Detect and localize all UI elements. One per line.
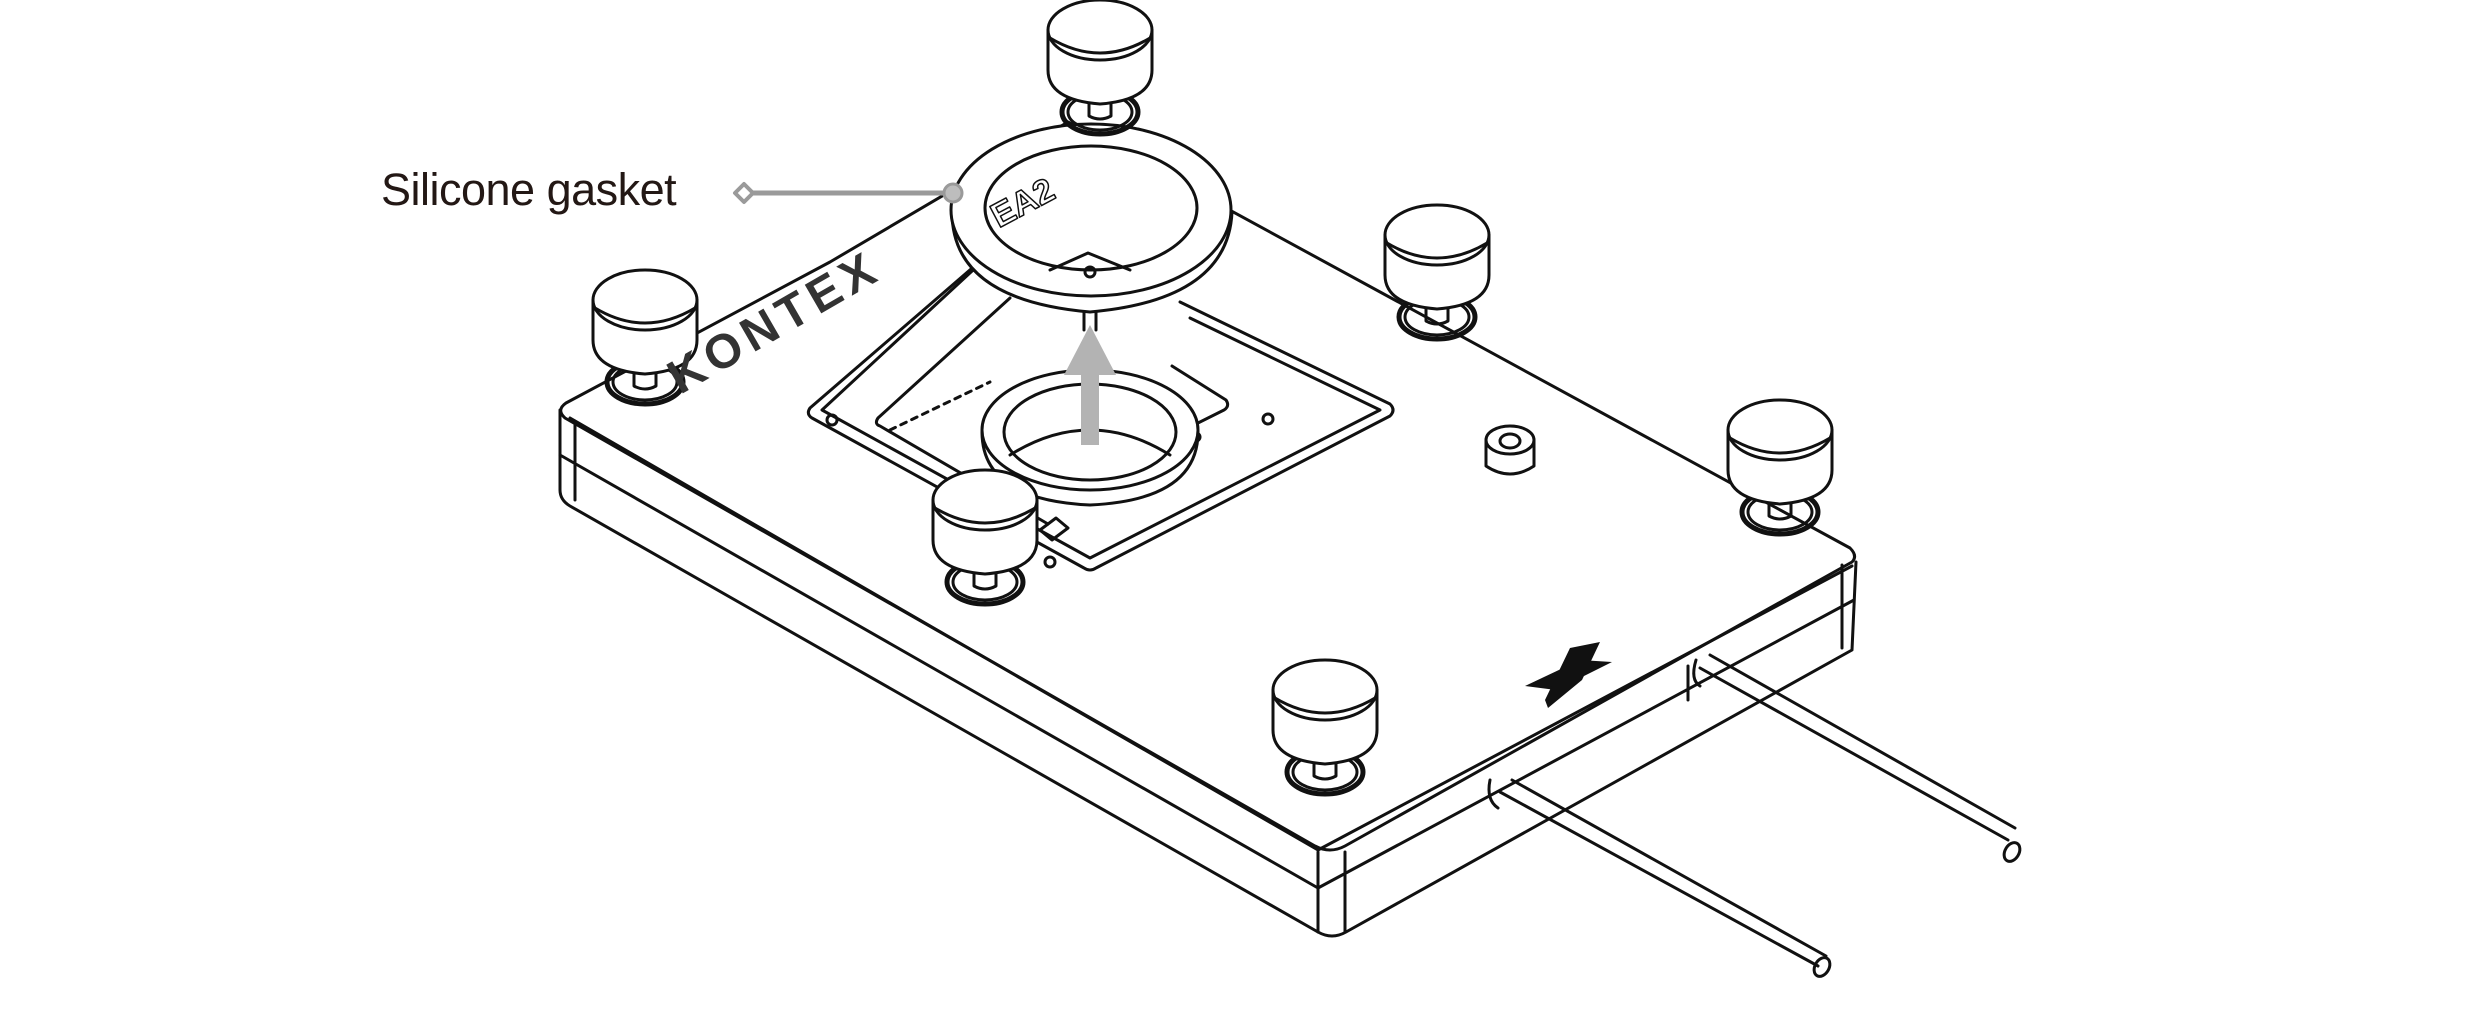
guide-post — [1082, 310, 1098, 332]
base-plate — [558, 120, 1858, 938]
tube-right — [1686, 653, 2022, 863]
tube-left — [1487, 778, 1832, 978]
mounting-frame — [806, 242, 1395, 572]
callout-leader — [733, 182, 964, 204]
x-logo — [1525, 642, 1612, 708]
callout-label-silicone-gasket: Silicone gasket — [381, 164, 677, 215]
small-nut — [1484, 424, 1536, 476]
knob-upper-right — [1385, 205, 1489, 339]
knob-top — [1048, 0, 1152, 134]
silicone-gasket: EA2 — [949, 122, 1234, 314]
lift-arrow — [1064, 325, 1116, 445]
